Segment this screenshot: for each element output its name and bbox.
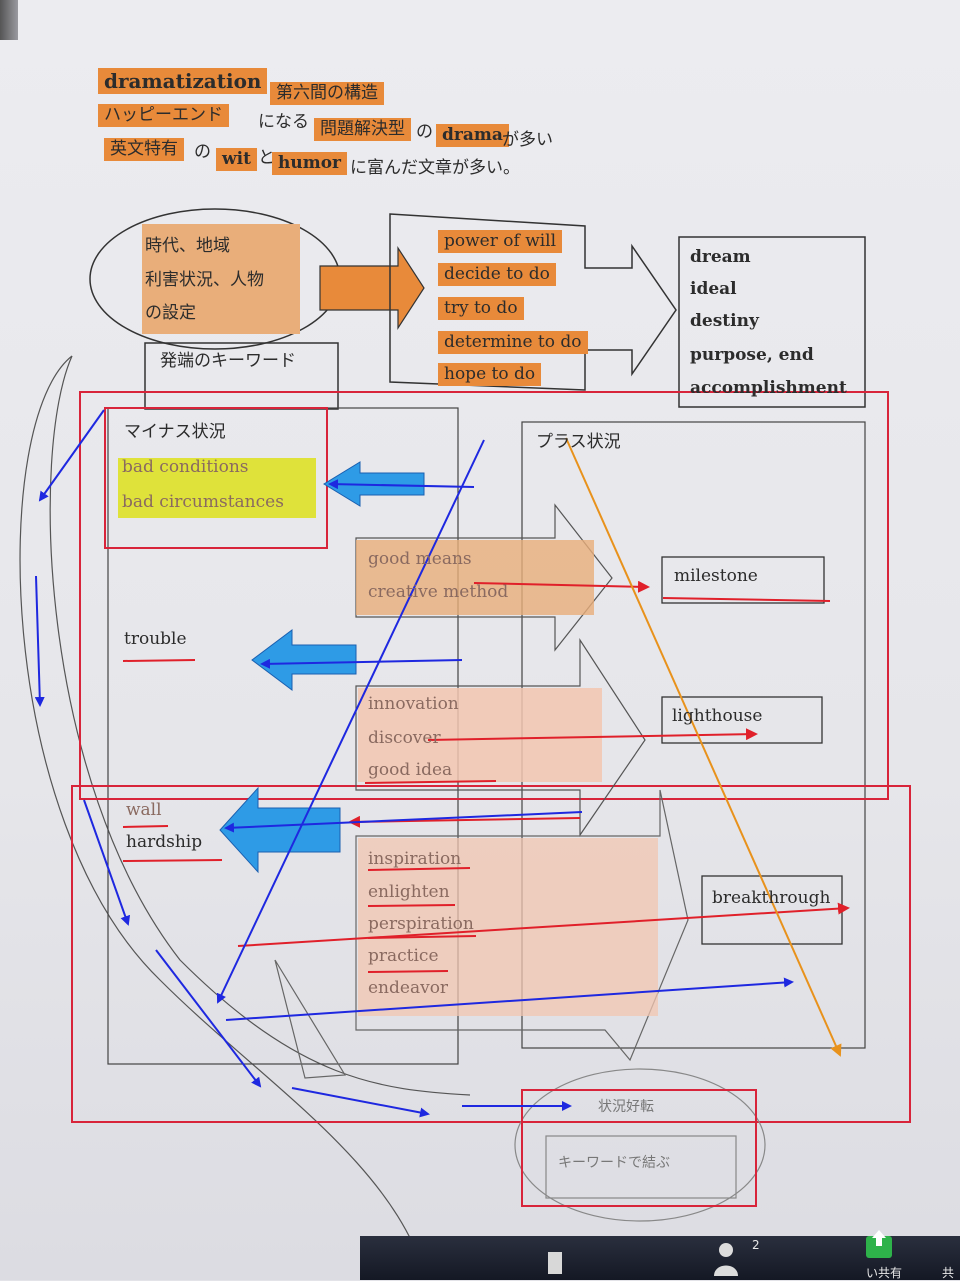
means-perspiration: perspiration — [368, 914, 474, 934]
goal-purpose: purpose, end — [690, 345, 814, 365]
setting-establishment: の設定 — [145, 303, 196, 323]
minus-bad-conditions: bad conditions — [122, 457, 249, 477]
means-discover: discover — [368, 728, 441, 748]
setting-era-region: 時代、地域 — [145, 236, 230, 256]
plus-breakthrough: breakthrough — [712, 888, 831, 908]
means-innovation: innovation — [368, 694, 459, 714]
share-icon[interactable] — [862, 1226, 898, 1262]
ending-red-box — [521, 1089, 757, 1207]
taskbar: 2 い共有 共 — [360, 1230, 960, 1280]
ending-keyword-box — [545, 1135, 737, 1199]
plus-title: プラス状況 — [536, 432, 621, 452]
curve-left-inner — [49, 355, 471, 1096]
header-to: と — [258, 148, 275, 168]
ending-title: 状況好転 — [598, 1099, 654, 1115]
minus-hardship: hardship — [126, 832, 203, 852]
header-naru: になる — [258, 112, 309, 132]
milestone-box — [661, 556, 825, 604]
will-item-hope: hope to do — [438, 363, 542, 386]
header-happy-end: ハッピーエンド — [98, 104, 229, 127]
blue-arrows — [34, 409, 794, 1118]
share-label[interactable]: い共有 — [866, 1266, 903, 1280]
blue-block-arrow-2 — [251, 629, 357, 691]
header-no: の — [416, 122, 433, 142]
goal-ideal: ideal — [690, 279, 737, 299]
header-no-2: の — [194, 142, 211, 162]
ending-oval — [514, 1068, 766, 1222]
plus-lighthouse: lighthouse — [672, 706, 763, 726]
setting-to-will-arrow — [319, 245, 425, 331]
header-wit: wit — [216, 148, 257, 171]
will-item-decide: decide to do — [438, 263, 556, 286]
lighthouse-box — [661, 696, 823, 744]
minus-wall: wall — [126, 800, 162, 820]
setting-fill — [142, 224, 300, 334]
red-underlines — [122, 597, 831, 973]
minus-trouble: trouble — [124, 629, 187, 649]
means-good-means: good means — [368, 549, 472, 569]
people-icon[interactable] — [708, 1236, 748, 1276]
will-item-power-of-will: power of will — [438, 230, 563, 253]
bad-conditions-fill — [118, 458, 316, 518]
will-item-try: try to do — [438, 297, 524, 320]
curve-left-outer — [19, 355, 426, 1276]
header-problem-solving: 問題解決型 — [314, 118, 411, 141]
goal-dream: dream — [690, 247, 751, 267]
blue-block-arrow-3 — [219, 786, 341, 874]
more-label[interactable]: 共 — [942, 1266, 955, 1280]
header-english-specific: 英文特有 — [104, 138, 184, 161]
means-arrow-2 — [355, 637, 646, 837]
goal-accomplishment: accomplishment — [690, 378, 847, 398]
lower-red-frame — [71, 785, 911, 1123]
means-fill-3 — [358, 838, 658, 1016]
will-item-determine: determine to do — [438, 331, 588, 354]
setting-interests-people: 利害状況、人物 — [145, 270, 264, 290]
minus-bad-circumstances: bad circumstances — [122, 492, 284, 512]
means-creative-method: creative method — [368, 582, 509, 602]
header-rich-sentences: に富んだ文章が多い。 — [350, 158, 520, 178]
will-box-outline — [389, 213, 677, 391]
minus-title: マイナス状況 — [124, 422, 226, 442]
means-practice: practice — [368, 946, 439, 966]
means-enlighten: enlighten — [368, 882, 450, 902]
amber-diagonal-arrow — [565, 437, 842, 1057]
goal-box — [678, 236, 866, 408]
spike-lower-left — [274, 959, 347, 1079]
means-fill-2 — [358, 688, 602, 782]
plus-milestone: milestone — [674, 566, 758, 586]
ending-keyword-label: キーワードで結ぶ — [558, 1155, 670, 1171]
means-good-idea: good idea — [368, 760, 453, 780]
means-endeavor: endeavor — [368, 978, 449, 998]
header-structure: 第六間の構造 — [270, 82, 384, 105]
header-drama: drama — [436, 124, 509, 147]
header-dramatization: dramatization — [98, 68, 268, 94]
goal-destiny: destiny — [690, 311, 759, 331]
wrench-icon[interactable] — [542, 1240, 582, 1280]
header-humor: humor — [272, 152, 348, 175]
upper-red-frame — [79, 391, 889, 800]
opening-keyword-label: 発端のキーワード — [160, 351, 296, 371]
header-ga-ooi: が多い — [502, 130, 553, 150]
participant-count-badge: 2 — [752, 1238, 760, 1252]
minus-title-red-box — [104, 407, 328, 549]
screen-bezel — [0, 0, 18, 40]
means-inspiration: inspiration — [368, 849, 462, 869]
means-fill-1 — [356, 540, 594, 615]
